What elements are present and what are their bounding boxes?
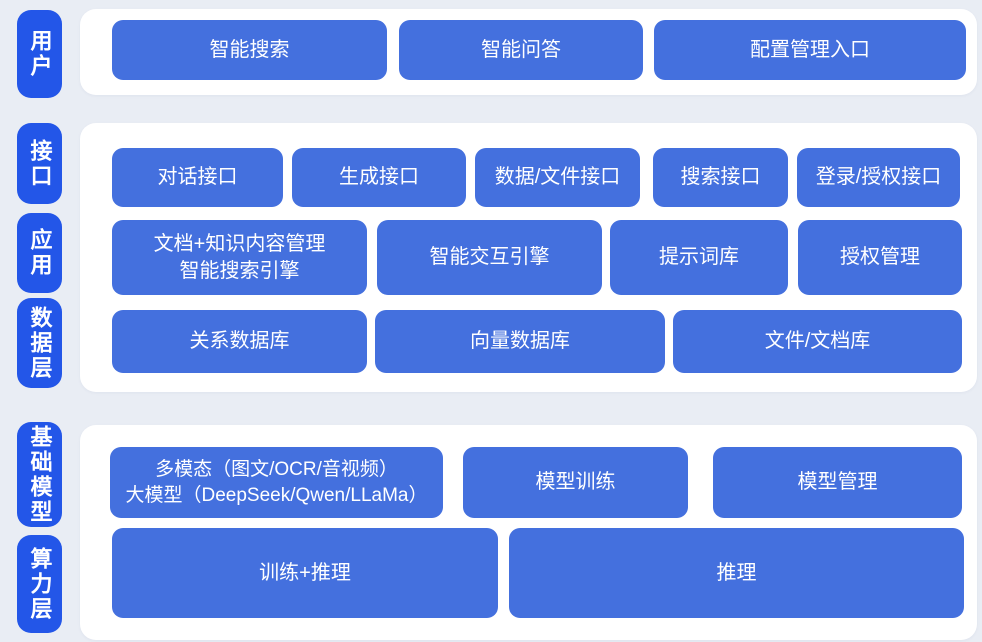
node-generation-api: 生成接口: [292, 148, 466, 207]
node-doc-knowledge-search-engine: 文档+知识内容管理 智能搜索引擎: [112, 220, 367, 295]
rail-interface-label: 接口: [27, 138, 53, 189]
node-config-mgmt-entry: 配置管理入口: [654, 20, 966, 80]
node-config-mgmt-entry-label: 配置管理入口: [750, 38, 870, 61]
node-train-plus-inference-label: 训练+推理: [259, 561, 351, 584]
node-smart-search-label: 智能搜索: [209, 38, 290, 61]
rail-interface: 接口: [17, 123, 62, 204]
rail-user: 用户: [17, 10, 62, 98]
node-data-file-api-label: 数据/文件接口: [494, 166, 621, 188]
node-vector-db-label: 向量数据库: [470, 330, 570, 352]
node-login-auth-api: 登录/授权接口: [797, 148, 960, 207]
node-file-doc-store-label: 文件/文档库: [764, 330, 871, 352]
node-interactive-engine: 智能交互引擎: [377, 220, 602, 295]
node-prompt-library: 提示词库: [610, 220, 788, 295]
node-file-doc-store: 文件/文档库: [673, 310, 962, 373]
node-train-plus-inference: 训练+推理: [112, 528, 498, 618]
node-model-training: 模型训练: [463, 447, 688, 518]
node-generation-api-label: 生成接口: [339, 166, 419, 188]
node-interactive-engine-label: 智能交互引擎: [429, 246, 550, 268]
node-dialog-api-label: 对话接口: [157, 166, 238, 188]
node-vector-db: 向量数据库: [375, 310, 665, 373]
node-search-api: 搜索接口: [653, 148, 788, 207]
node-smart-qa: 智能问答: [399, 20, 643, 80]
node-relational-db-label: 关系数据库: [189, 330, 290, 352]
rail-data-layer-label: 数据层: [27, 305, 53, 381]
node-login-auth-api-label: 登录/授权接口: [815, 166, 942, 188]
node-multimodal-llm-line2: 大模型（DeepSeek/Qwen/LLaMa）: [125, 484, 428, 506]
node-model-training-label: 模型训练: [535, 471, 616, 493]
rail-compute-layer: 算力层: [17, 535, 62, 633]
rail-foundation-model-label: 基础模型: [27, 424, 53, 525]
node-multimodal-llm-line1: 多模态（图文/OCR/音视频）: [155, 458, 398, 480]
node-model-mgmt-label: 模型管理: [797, 471, 878, 493]
node-inference-label: 推理: [716, 561, 757, 584]
node-search-api-label: 搜索接口: [680, 166, 761, 188]
node-doc-knowledge-line1: 文档+知识内容管理: [153, 232, 326, 255]
node-data-file-api: 数据/文件接口: [475, 148, 640, 207]
rail-application: 应用: [17, 213, 62, 293]
rail-user-label: 用户: [27, 29, 53, 79]
node-smart-search: 智能搜索: [112, 20, 387, 80]
node-multimodal-llm: 多模态（图文/OCR/音视频） 大模型（DeepSeek/Qwen/LLaMa）: [110, 447, 443, 518]
node-doc-knowledge-line2: 智能搜索引擎: [179, 259, 300, 282]
rail-data-layer: 数据层: [17, 298, 62, 388]
node-auth-mgmt-label: 授权管理: [840, 246, 920, 268]
rail-foundation-model: 基础模型: [17, 422, 62, 527]
node-dialog-api: 对话接口: [112, 148, 283, 207]
node-relational-db: 关系数据库: [112, 310, 367, 373]
rail-application-label: 应用: [27, 228, 53, 278]
node-inference: 推理: [509, 528, 964, 618]
node-auth-mgmt: 授权管理: [798, 220, 962, 295]
rail-compute-layer-label: 算力层: [27, 546, 53, 622]
node-prompt-library-label: 提示词库: [659, 246, 739, 268]
node-model-mgmt: 模型管理: [713, 447, 962, 518]
node-smart-qa-label: 智能问答: [481, 38, 561, 61]
